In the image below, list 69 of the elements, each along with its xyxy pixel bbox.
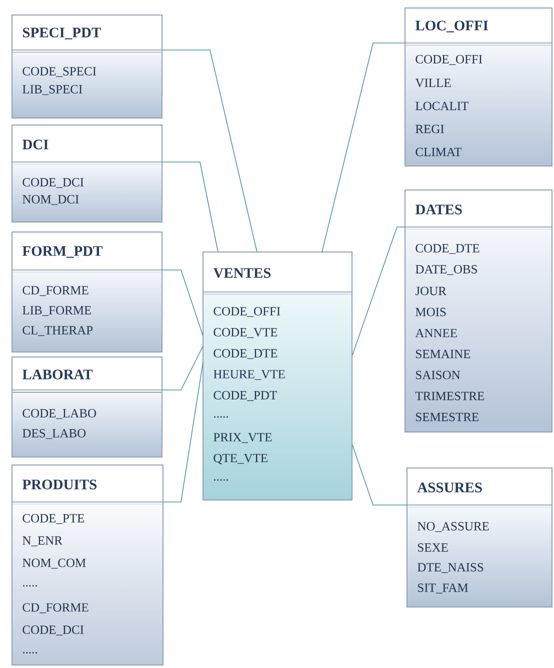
field-name: CLIMAT [416, 148, 462, 156]
table-heading: LOC_OFFI [415, 20, 488, 32]
field-name: CD_FORME [22, 286, 88, 296]
connector-line [322, 42, 406, 252]
field-name: QTE_VTE [214, 454, 268, 464]
connector-line [352, 444, 408, 506]
field-name: CODE_SPECI [22, 67, 96, 77]
field-name: DTE_NAISS [418, 563, 484, 573]
connector-line [352, 226, 406, 356]
field-name: JOUR [415, 286, 446, 296]
field-name: SEMAINE [416, 350, 470, 358]
table-box [404, 190, 552, 432]
table-box [12, 356, 162, 458]
connector-line [163, 362, 204, 502]
field-name: CODE_DCI [22, 626, 84, 636]
field-name: MOIS [416, 308, 446, 316]
field-name: CODE_PDT [214, 391, 277, 401]
field-name: SEXE [418, 543, 448, 552]
field-name: CODE_DCI [22, 178, 84, 188]
table-heading: LABORAT [22, 370, 93, 380]
connector-line [162, 346, 204, 390]
field-name: CODE_DTE [416, 244, 480, 254]
field-name: CODE_LABO [22, 409, 96, 419]
field-name: DATE_OBS [416, 265, 477, 275]
table-heading: DCI [22, 140, 48, 150]
field-name: CODE_VTE [214, 328, 278, 338]
field-name: LOCALIT [416, 102, 468, 110]
field-name: VILLE [415, 78, 451, 88]
connector-line [162, 162, 218, 252]
table-box [12, 124, 162, 222]
table-heading: PRODUITS [22, 480, 96, 490]
table-box [12, 464, 164, 666]
field-name: SIT_FAM [418, 584, 468, 594]
field-name: NO_ASSURE [418, 522, 489, 532]
connector-line [162, 270, 204, 336]
field-name: LIB_SPECI [22, 85, 82, 95]
field-name: ANNEE [415, 328, 457, 338]
table-box [404, 8, 552, 166]
table-box [12, 14, 162, 118]
field-name: REGI [416, 124, 444, 134]
table-box [12, 232, 162, 352]
field-name: NOM_DCI [22, 195, 79, 205]
field-name: CODE_DTE [214, 349, 278, 359]
field-name: SEMESTRE [416, 412, 478, 422]
field-name: LIB_FORME [22, 306, 92, 316]
field-name: SAISON [416, 370, 460, 380]
table-heading: ASSURES [417, 482, 482, 492]
field-name: CODE_PTE [22, 514, 84, 524]
field-name: ..... [214, 416, 228, 418]
field-name: DES_LABO [22, 429, 86, 439]
field-name: ..... [23, 585, 37, 587]
field-name: CL_THERAP [22, 326, 93, 336]
field-name: TRIMESTRE [415, 392, 484, 400]
field-name: ..... [23, 652, 37, 654]
table-heading: DATES [415, 204, 462, 214]
field-name: CODE_OFFI [416, 55, 482, 65]
field-name: PRIX_VTE [214, 433, 272, 443]
field-name: N_ENR [22, 536, 62, 546]
field-name: ..... [214, 479, 228, 481]
field-name: NOM_COM [22, 558, 86, 569]
table-heading: FORM_PDT [22, 246, 103, 258]
table-heading: SPECI_PDT [22, 28, 101, 40]
table-heading: VENTES [213, 268, 271, 278]
table-box [202, 252, 352, 500]
table-box [406, 468, 552, 608]
connector-line [162, 50, 258, 252]
field-name: CD_FORME [22, 603, 88, 614]
field-name: CODE_OFFI [214, 307, 280, 317]
field-name: HEURE_VTE [214, 370, 285, 380]
